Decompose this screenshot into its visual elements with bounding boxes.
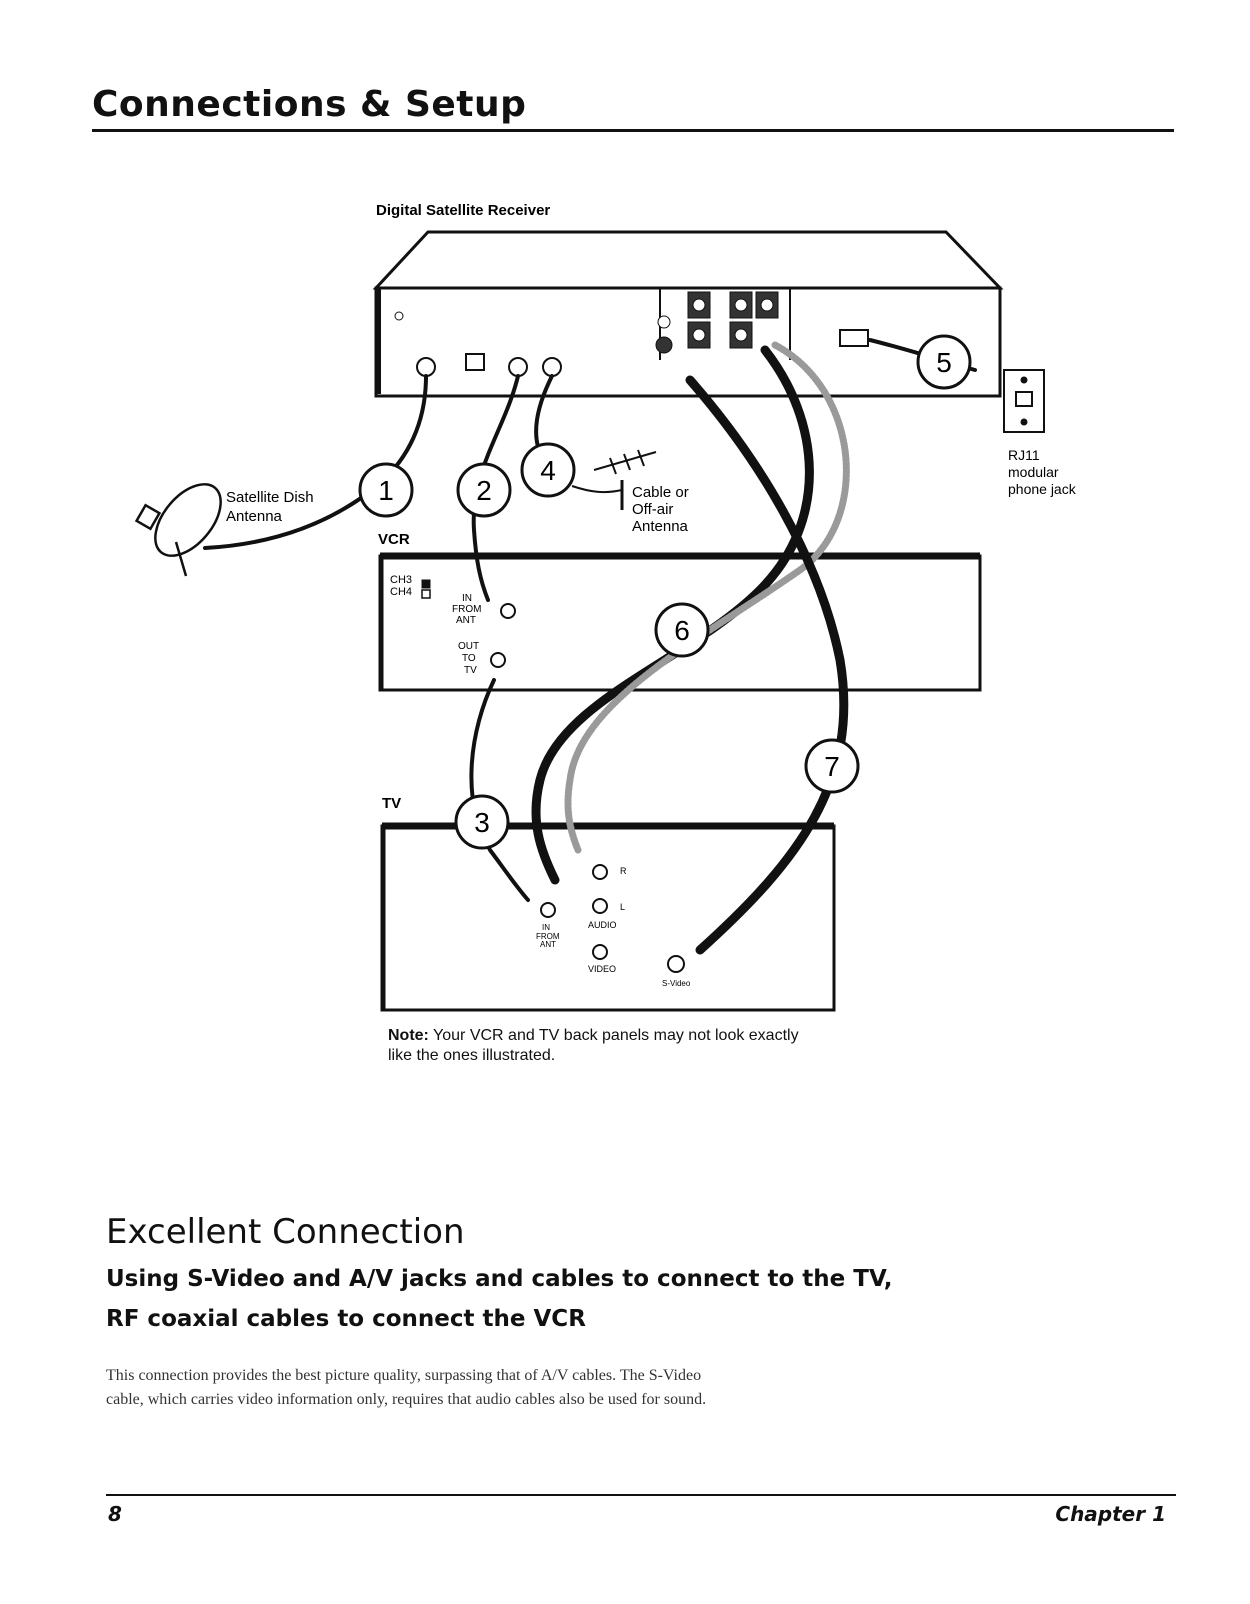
- page-number: 8: [108, 1502, 122, 1526]
- tv-audio: AUDIO: [588, 920, 617, 930]
- cable-6b: [564, 341, 850, 854]
- section-body: This connection provides the best pictur…: [106, 1364, 936, 1412]
- tv-label: TV: [382, 795, 401, 812]
- header-rule: [92, 129, 1174, 132]
- svg-text:5: 5: [936, 347, 952, 378]
- dish-label-1: Satellite Dish: [226, 489, 314, 506]
- rj11-label-1: RJ11: [1008, 447, 1040, 463]
- tv-in: IN: [542, 923, 550, 932]
- vcr-from: FROM: [452, 604, 481, 615]
- callout-3: 3: [454, 794, 510, 850]
- note-text-line2: like the ones illustrated.: [388, 1047, 556, 1064]
- section-subtitle-line2: RF coaxial cables to connect the VCR: [106, 1306, 586, 1332]
- tv-box: [380, 822, 836, 1012]
- callout-2: 2: [456, 462, 512, 518]
- callout-7: 7: [804, 738, 860, 794]
- vcr-label: VCR: [378, 531, 410, 548]
- callout-6: 6: [654, 602, 710, 658]
- page-header-title: Connections & Setup: [92, 84, 527, 125]
- vcr-ant: ANT: [456, 615, 476, 626]
- receiver-label: Digital Satellite Receiver: [376, 202, 550, 219]
- section-title: Excellent Connection: [106, 1212, 465, 1252]
- antenna-label-3: Antenna: [632, 518, 689, 535]
- body-line2: cable, which carries video information o…: [106, 1391, 707, 1408]
- antenna-icon: [571, 449, 657, 510]
- chapter-label: Chapter 1: [1055, 1502, 1166, 1526]
- note-text-line1: Your VCR and TV back panels may not look…: [433, 1027, 799, 1044]
- tv-ant: ANT: [540, 940, 556, 949]
- note-label: Note:: [388, 1027, 429, 1044]
- receiver-box: [372, 230, 1004, 398]
- vcr-tv: TV: [464, 665, 477, 676]
- diagram-note: Note: Your VCR and TV back panels may no…: [388, 1026, 908, 1066]
- section-subtitle-line1: Using S-Video and A/V jacks and cables t…: [106, 1266, 893, 1292]
- svg-text:2: 2: [476, 475, 492, 506]
- callout-5: 5: [916, 334, 972, 390]
- svg-text:7: 7: [824, 751, 840, 782]
- svg-text:3: 3: [474, 807, 490, 838]
- svg-text:1: 1: [378, 475, 394, 506]
- dish-label-2: Antenna: [226, 508, 283, 525]
- tv-r: R: [620, 866, 627, 876]
- svg-text:6: 6: [674, 615, 690, 646]
- svg-text:4: 4: [540, 455, 556, 486]
- vcr-ch4: CH4: [390, 586, 412, 598]
- tv-svideo: S-Video: [662, 979, 691, 988]
- cable-7: [685, 375, 849, 955]
- tv-from: FROM: [536, 932, 560, 941]
- body-line1: This connection provides the best pictur…: [106, 1367, 702, 1384]
- callout-1: 1: [358, 462, 414, 518]
- antenna-label-1: Cable or: [632, 484, 689, 501]
- vcr-out: OUT: [458, 641, 479, 652]
- vcr-ch3: CH3: [390, 574, 412, 586]
- rj11-label-3: phone jack: [1008, 481, 1077, 497]
- antenna-label-2: Off-air: [632, 501, 673, 518]
- satellite-dish-icon: [134, 483, 222, 577]
- vcr-to: TO: [462, 653, 476, 664]
- connection-diagram: Digital Satellite Receiver V: [134, 202, 1077, 1012]
- tv-video: VIDEO: [588, 964, 616, 974]
- cable-2: [471, 374, 520, 602]
- rj11-label-2: modular: [1008, 464, 1059, 480]
- tv-l: L: [620, 902, 625, 912]
- vcr-in: IN: [462, 593, 472, 604]
- rj11-jack-icon: [1003, 369, 1045, 433]
- callout-4: 4: [520, 442, 576, 498]
- footer-rule: [106, 1494, 1176, 1496]
